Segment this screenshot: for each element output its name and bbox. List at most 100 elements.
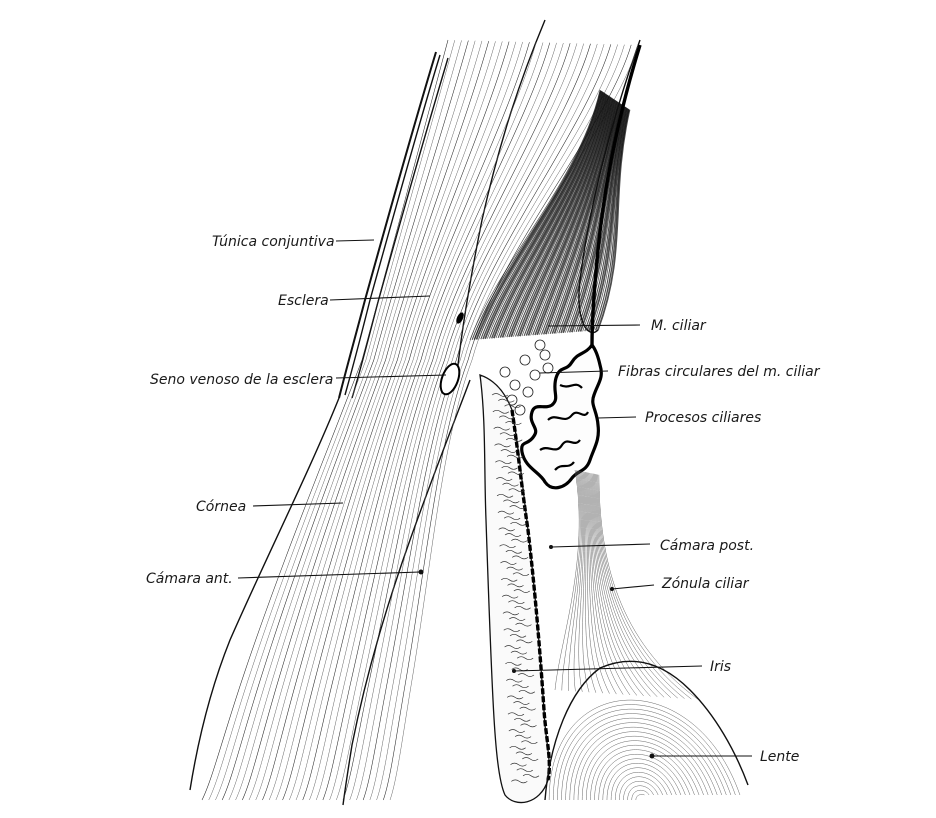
iris-fiber bbox=[511, 555, 529, 560]
zonule-fiber bbox=[578, 470, 584, 692]
zonule-fiber bbox=[587, 472, 631, 696]
iris-fiber bbox=[522, 773, 540, 778]
sclera-fiber bbox=[268, 41, 517, 801]
pointer-camara-ant bbox=[418, 569, 424, 575]
iris-fiber bbox=[495, 477, 513, 481]
iris-fiber bbox=[513, 589, 531, 593]
iris-fiber bbox=[498, 415, 516, 420]
muscle-fiber bbox=[510, 96, 611, 338]
muscle-fiber bbox=[504, 95, 609, 338]
iris-fiber bbox=[510, 762, 527, 767]
label-m-ciliar: M. ciliar bbox=[651, 318, 707, 334]
lens-fiber bbox=[602, 758, 682, 801]
muscle-fiber bbox=[547, 101, 619, 335]
ciliary-muscle-shading bbox=[469, 89, 631, 341]
lens-fiber bbox=[581, 735, 704, 801]
iris-fiber bbox=[506, 566, 523, 571]
muscle-fiber bbox=[556, 103, 621, 334]
label-esclera: Esclera bbox=[278, 293, 329, 309]
circular-fibers-texture bbox=[499, 339, 554, 416]
pointer-lente bbox=[649, 753, 655, 759]
sclera-fiber bbox=[315, 42, 564, 801]
pointer-camara-post bbox=[549, 545, 553, 549]
zonule-fiber bbox=[590, 473, 651, 697]
leader-esclera bbox=[329, 295, 431, 301]
sclera-fiber bbox=[242, 40, 489, 801]
iris-fiber bbox=[501, 577, 518, 582]
sclera-fiber bbox=[208, 40, 456, 801]
iris-fiber bbox=[508, 729, 526, 733]
iris-fiber bbox=[511, 779, 528, 784]
sclera-fiber bbox=[221, 40, 469, 801]
leader-zonula-ciliar bbox=[611, 584, 655, 590]
iris-fiber bbox=[510, 521, 527, 526]
zonule-fiber bbox=[596, 474, 685, 699]
lens-fiber bbox=[631, 790, 650, 801]
iris-fiber bbox=[502, 482, 519, 487]
iris-fiber bbox=[501, 594, 519, 599]
label-group-m-ciliar: M. ciliar bbox=[547, 318, 707, 334]
iris-fiber bbox=[517, 673, 535, 677]
circular-fiber bbox=[522, 386, 534, 398]
muscle-fiber bbox=[475, 90, 603, 340]
iris-fiber bbox=[507, 583, 524, 588]
iris-fiber bbox=[508, 600, 525, 605]
zonule-fiber bbox=[581, 471, 597, 693]
iris-fiber bbox=[507, 712, 525, 717]
sclera-fiber bbox=[356, 44, 605, 801]
label-seno-venoso: Seno venoso de la esclera bbox=[150, 372, 333, 388]
leader-procesos-ciliares bbox=[597, 416, 637, 419]
sclera-fiber bbox=[322, 43, 571, 801]
scleral-spot bbox=[456, 312, 464, 324]
iris-fiber bbox=[505, 421, 522, 425]
label-group-cornea: Córnea bbox=[196, 499, 344, 515]
label-tunica-conjuntiva: Túnica conjuntiva bbox=[212, 234, 335, 250]
sclera-fiber bbox=[262, 41, 510, 801]
sclera-fiber bbox=[376, 44, 625, 801]
label-zonula-ciliar: Zónula ciliar bbox=[661, 576, 750, 592]
sclera-fiber bbox=[309, 42, 557, 801]
iris-fiber bbox=[505, 549, 523, 554]
label-group-seno-venoso: Seno venoso de la esclera bbox=[150, 372, 447, 388]
sclera-fiber bbox=[248, 41, 496, 801]
sclera-fiber bbox=[342, 43, 591, 801]
muscle-fiber bbox=[501, 94, 609, 338]
muscle-fiber bbox=[519, 97, 613, 337]
sclera-fiber bbox=[302, 42, 551, 801]
muscle-fiber bbox=[469, 89, 601, 341]
label-group-fibras-circulares: Fibras circulares del m. ciliar bbox=[539, 364, 821, 380]
iris-fiber bbox=[503, 628, 520, 633]
iris-fiber bbox=[503, 499, 520, 504]
circular-fiber bbox=[529, 369, 541, 381]
iris-fiber bbox=[504, 645, 521, 649]
label-procesos-ciliares: Procesos ciliares bbox=[645, 410, 761, 426]
leader-camara-post bbox=[551, 543, 651, 548]
muscle-fiber bbox=[478, 91, 603, 340]
iris-fiber bbox=[509, 633, 527, 638]
iris-fiber bbox=[506, 454, 524, 459]
zonule-fiber bbox=[583, 471, 610, 694]
zonule-fiber bbox=[595, 474, 678, 699]
muscle-fiber bbox=[575, 106, 626, 333]
label-cornea: Córnea bbox=[196, 499, 246, 515]
iris-texture bbox=[491, 393, 540, 784]
iris-fiber bbox=[514, 734, 532, 739]
zonule-fiber bbox=[586, 472, 624, 695]
lens-fiber bbox=[623, 781, 659, 801]
label-lente: Lente bbox=[760, 749, 799, 765]
pointer-iris bbox=[512, 669, 516, 673]
iris-fiber bbox=[506, 678, 523, 683]
iris-fiber bbox=[495, 460, 512, 465]
zonule-fiber bbox=[592, 473, 665, 698]
sclera-fiber bbox=[228, 40, 476, 801]
iris-fiber bbox=[516, 639, 533, 644]
iris-fiber bbox=[514, 717, 531, 722]
iris-fiber bbox=[516, 656, 534, 661]
leader-seno-venoso bbox=[335, 374, 447, 379]
zonule-fiber bbox=[589, 472, 644, 697]
leader-fibras-circulares bbox=[539, 370, 609, 374]
lens-fiber bbox=[627, 785, 654, 801]
circular-fiber bbox=[509, 379, 521, 391]
iris-fiber bbox=[506, 695, 524, 700]
label-group-iris: Iris bbox=[512, 659, 731, 675]
